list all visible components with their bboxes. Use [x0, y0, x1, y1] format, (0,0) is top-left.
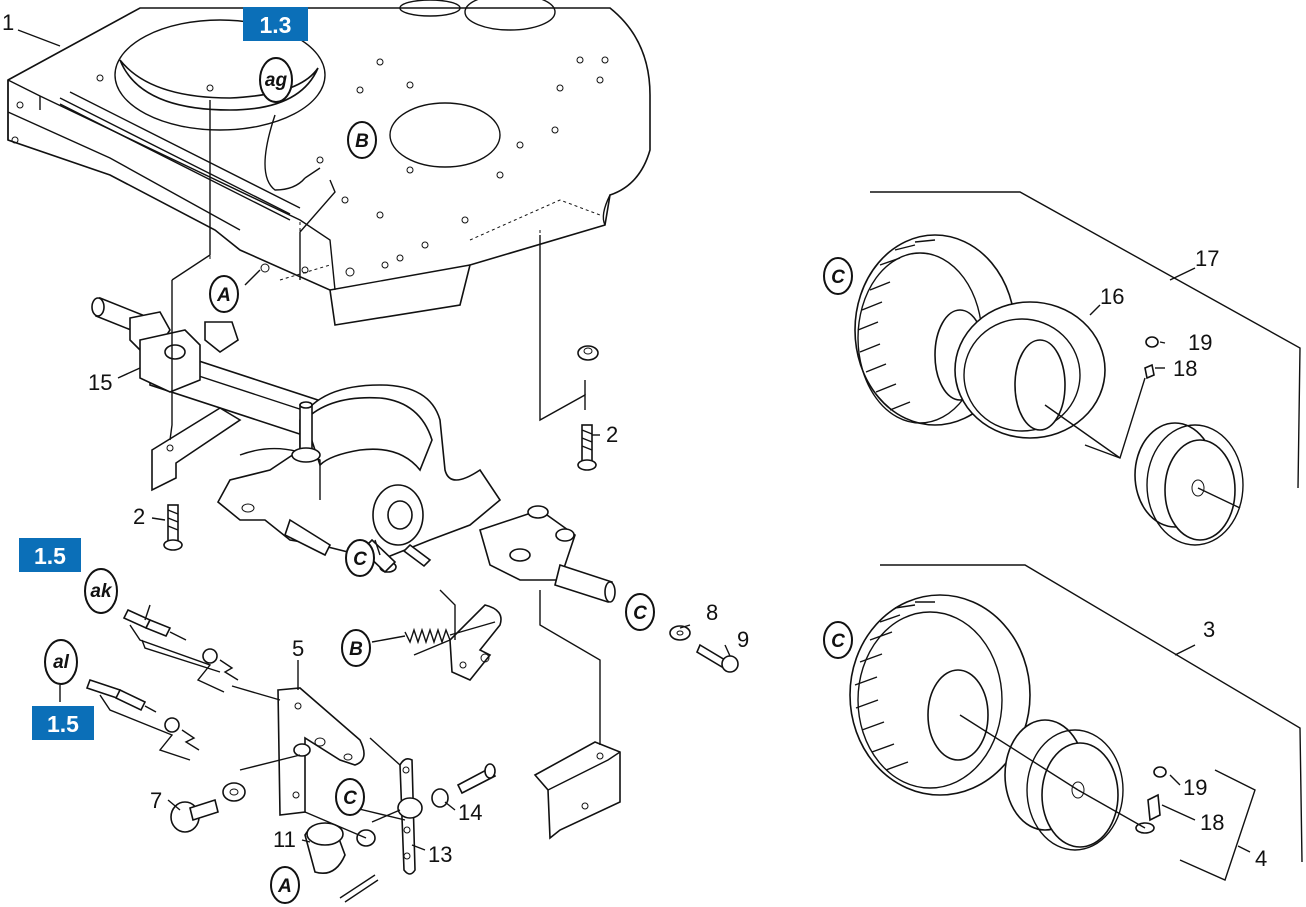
- reference-C-gearbox: C: [353, 549, 367, 570]
- reference-A-top: A: [216, 285, 231, 306]
- part-number-1: 1: [2, 10, 14, 35]
- reference-A-bottom: A: [277, 876, 292, 897]
- part-number-4: 4: [1255, 846, 1267, 871]
- section-badge-1-3-bg: [243, 7, 308, 41]
- reference-C-wheel-bottom: C: [831, 631, 845, 652]
- part-number-19-top: 19: [1188, 330, 1212, 355]
- part-number-labels: 1 15 2 2 8 9 5 7 11 13 14 17 16 19 18 3 …: [2, 10, 1267, 871]
- reference-markers: ag ak al A A B B C C C C C: [44, 57, 853, 904]
- brackets: [277, 604, 621, 875]
- part-number-17: 17: [1195, 246, 1219, 271]
- transaxle-assembly: [91, 296, 616, 604]
- part-number-19-bottom: 19: [1183, 775, 1207, 800]
- section-badge-1-5-bottom-bg: [32, 706, 94, 740]
- section-badge-1-5-top: 1.5: [34, 543, 66, 569]
- part-number-2-left: 2: [133, 504, 145, 529]
- reference-al: al: [53, 652, 70, 673]
- part-number-7: 7: [150, 788, 162, 813]
- part-number-11: 11: [273, 827, 296, 852]
- part-number-16: 16: [1100, 284, 1124, 309]
- cables: [85, 608, 239, 751]
- reference-B-top: B: [355, 131, 369, 152]
- section-badge-1-5-top-bg: [19, 538, 81, 572]
- frame-deck: [7, 0, 651, 326]
- reference-B-bottom: B: [349, 639, 363, 660]
- part-number-3: 3: [1203, 617, 1215, 642]
- part-number-14: 14: [458, 800, 482, 825]
- part-number-18-top: 18: [1173, 356, 1197, 381]
- part-number-9: 9: [737, 627, 749, 652]
- part-number-8: 8: [706, 600, 718, 625]
- part-number-2-right: 2: [606, 422, 618, 447]
- part-number-18-bottom: 18: [1200, 810, 1224, 835]
- section-badges: 1.3 1.5 1.5: [19, 7, 308, 740]
- part-number-13: 13: [428, 842, 452, 867]
- reference-ak: ak: [90, 581, 113, 602]
- wheel-assembly-3: [849, 564, 1303, 881]
- reference-C-shaft: C: [633, 603, 647, 624]
- leader-lines: [17, 29, 1251, 853]
- fasteners: [163, 345, 739, 903]
- wheel-assembly-17: [854, 191, 1301, 546]
- reference-C-bracket: C: [343, 788, 357, 809]
- section-badge-1-3: 1.3: [260, 12, 292, 38]
- reference-ag: ag: [265, 70, 288, 91]
- part-number-5: 5: [292, 636, 304, 661]
- section-badge-1-5-bottom: 1.5: [47, 711, 79, 737]
- part-number-15: 15: [88, 370, 112, 395]
- reference-C-wheel-top: C: [831, 267, 845, 288]
